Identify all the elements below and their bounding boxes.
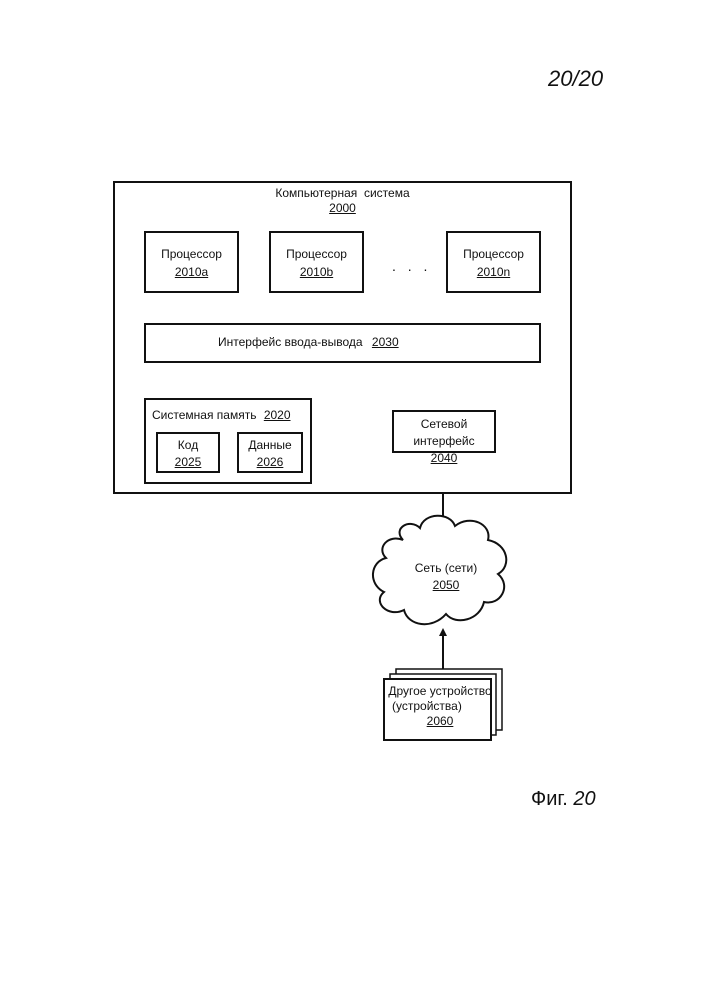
figure-number: 20 <box>573 788 595 810</box>
processor-label: Процессор <box>146 245 237 263</box>
system-memory-title: Системная память 2020 <box>152 408 291 422</box>
other-device-label-group: Другое устройство (устройства) 2060 <box>388 684 492 729</box>
processor-box-n: Процессор 2010n <box>446 231 541 293</box>
processor-box-b: Процессор 2010b <box>269 231 364 293</box>
processor-label: Процессор <box>448 245 539 263</box>
network-interface-label: Сетевой интерфейс <box>394 416 494 450</box>
network-label-group: Сеть (сети) 2050 <box>396 560 496 594</box>
computer-system-number: 2000 <box>113 201 572 216</box>
other-device-label-line1: Другое устройство <box>388 684 492 699</box>
computer-system-label: Компьютерная система <box>113 186 572 201</box>
processor-number: 2010n <box>448 263 539 281</box>
data-label: Данные <box>239 437 301 454</box>
system-memory-label: Системная память <box>152 408 256 422</box>
other-device-number: 2060 <box>388 714 492 729</box>
processor-number: 2010a <box>146 263 237 281</box>
computer-system-title: Компьютерная система 2000 <box>113 186 572 216</box>
network-number: 2050 <box>396 577 496 594</box>
processor-ellipsis: . . . <box>392 258 431 274</box>
figure-caption: Фиг. 20 <box>531 788 596 811</box>
code-number: 2025 <box>158 454 218 471</box>
processor-box-a: Процессор 2010a <box>144 231 239 293</box>
io-interface-number: 2030 <box>372 335 399 349</box>
figure-label: Фиг. <box>531 788 568 810</box>
io-interface-label: Интерфейс ввода-вывода <box>218 335 363 349</box>
code-label: Код <box>158 437 218 454</box>
system-memory-number: 2020 <box>264 408 291 422</box>
processor-label: Процессор <box>271 245 362 263</box>
code-box: Код 2025 <box>156 432 220 473</box>
network-interface-number: 2040 <box>394 450 494 467</box>
network-label: Сеть (сети) <box>396 560 496 577</box>
other-device-label-line2: (устройства) <box>388 699 492 714</box>
data-number: 2026 <box>239 454 301 471</box>
io-interface-box: Интерфейс ввода-вывода 2030 <box>144 323 541 363</box>
processor-number: 2010b <box>271 263 362 281</box>
data-box: Данные 2026 <box>237 432 303 473</box>
network-interface-box: Сетевой интерфейс 2040 <box>392 410 496 453</box>
